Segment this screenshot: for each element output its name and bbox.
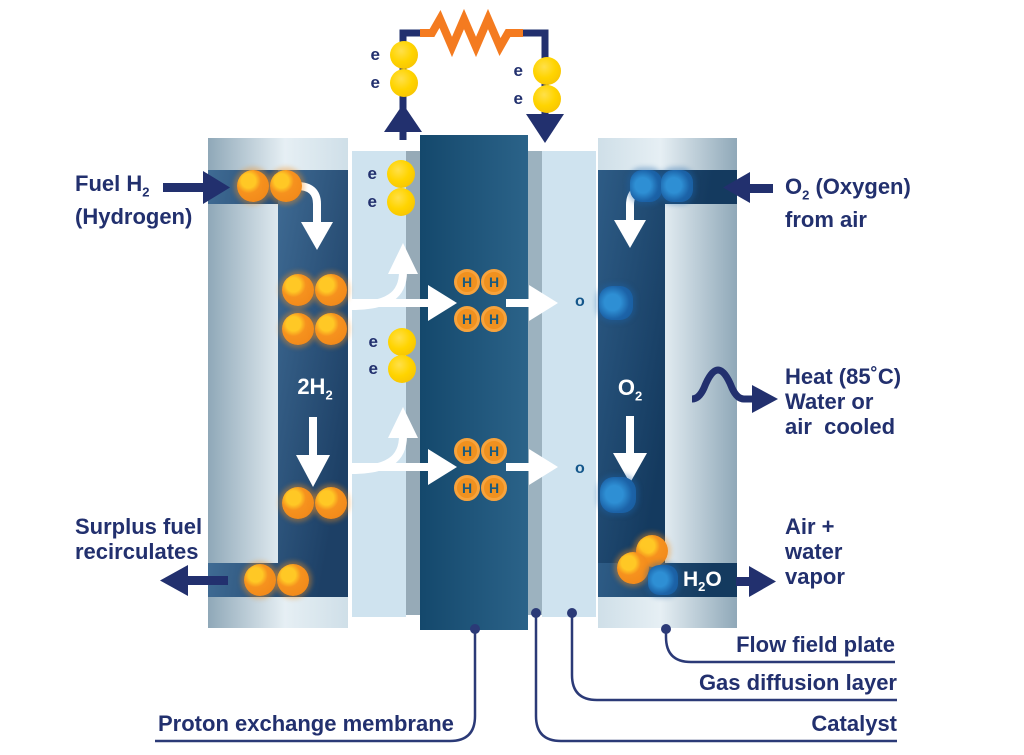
electron [390, 69, 418, 97]
cathode-gas-diffusion-layer [542, 151, 596, 617]
hydrogen-molecule [237, 170, 269, 202]
heat-wavy-arrow [691, 366, 778, 413]
electron-label: e [367, 192, 377, 211]
hydrogen-split-arrow-lower [350, 407, 457, 485]
layer-callout-lines [155, 613, 897, 743]
electron-flow-up-arrowhead [384, 104, 422, 132]
oxygen-molecule [600, 477, 636, 513]
electron-label: e [513, 61, 523, 80]
oxygen-atom-label: o [575, 460, 585, 477]
proton-exit-arrow-lower [506, 449, 558, 485]
electron [387, 188, 415, 216]
hydrogen-molecule [315, 487, 347, 519]
electron [390, 41, 418, 69]
electron-label: e [513, 89, 523, 108]
hydrogen-molecule [277, 564, 309, 596]
fuel-inlet-arrow [163, 171, 230, 204]
proton-label: H [461, 443, 473, 459]
oxygen-inlet-label: O2 (Oxygen) from air [785, 174, 911, 233]
oxygen-molecule [630, 170, 662, 202]
resistor-icon [420, 8, 523, 58]
oxygen-molecule [661, 170, 693, 202]
proton-ion: H [454, 438, 480, 464]
channel-o2-label: O2 [617, 375, 643, 404]
anode-gas-diffusion-layer [352, 151, 406, 617]
electron-label: e [368, 359, 378, 378]
catalyst-label: Catalyst [811, 711, 897, 736]
proton-ion: H [481, 438, 507, 464]
proton-label: H [488, 311, 500, 327]
layer-callout-dots [470, 608, 671, 634]
proton-ion: H [481, 306, 507, 332]
water-molecule [648, 565, 678, 595]
hydrogen-molecule [282, 487, 314, 519]
fuel-inlet-label: Fuel H2 (Hydrogen) [75, 171, 193, 230]
electron [533, 85, 561, 113]
surplus-fuel-label: Surplus fuel recirculates [75, 514, 203, 564]
hydrogen-molecule [270, 170, 302, 202]
electron-label: e [368, 332, 378, 351]
air-water-vapor-label: Air + water vapor [785, 514, 845, 589]
proton-exchange-membrane-layer [420, 135, 528, 630]
electron [388, 328, 416, 356]
hydrogen-molecule [282, 313, 314, 345]
cathode-catalyst-layer [528, 151, 542, 615]
proton-label: H [488, 443, 500, 459]
hydrogen-split-arrow-upper [350, 243, 457, 321]
oxygen-molecule [599, 286, 633, 320]
hydrogen-molecule [244, 564, 276, 596]
hydrogen-molecule [282, 274, 314, 306]
proton-ion: H [481, 269, 507, 295]
channel-h2-label: 2H2 [297, 374, 333, 403]
proton-label: H [461, 311, 473, 327]
water-outlet-arrow [736, 566, 776, 597]
water-exit-label: H2O [683, 568, 722, 595]
proton-ion: H [481, 475, 507, 501]
heat-label: Heat (85˚C) Water or air cooled [785, 364, 902, 439]
proton-label: H [488, 274, 500, 290]
electron [533, 57, 561, 85]
anode-inlet-turn-arrow [296, 182, 333, 250]
flow-field-plate-label: Flow field plate [736, 632, 895, 657]
proton-exchange-membrane-label: Proton exchange membrane [158, 711, 454, 736]
hydrogen-down-arrow [296, 417, 330, 487]
electron [388, 355, 416, 383]
electron-label: e [370, 73, 380, 92]
hydrogen-molecule [315, 313, 347, 345]
oxygen-atom-label: o [575, 293, 585, 310]
proton-label: H [461, 274, 473, 290]
electron-label: e [367, 164, 377, 183]
electron-flow-down-arrowhead [526, 114, 564, 143]
proton-label: H [461, 480, 473, 496]
electron [387, 160, 415, 188]
proton-exit-arrow-upper [506, 285, 558, 321]
proton-ion: H [454, 306, 480, 332]
proton-ion: H [454, 475, 480, 501]
oxygen-down-arrow [613, 416, 647, 483]
gas-diffusion-layer-label: Gas diffusion layer [698, 670, 897, 695]
oxygen-inlet-arrow [723, 172, 773, 203]
proton-label: H [488, 480, 500, 496]
proton-ion: H [454, 269, 480, 295]
hydrogen-molecule [617, 552, 649, 584]
electron-label: e [370, 45, 380, 64]
surplus-outlet-arrow [160, 565, 228, 596]
hydrogen-molecule [315, 274, 347, 306]
